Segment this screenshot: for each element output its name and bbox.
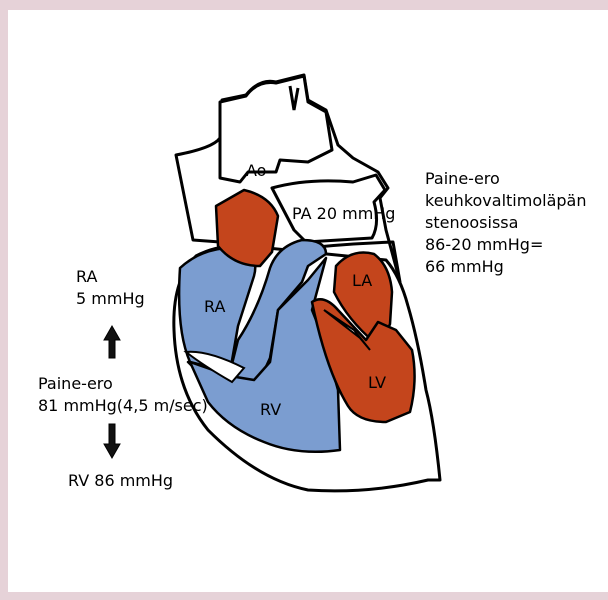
down-arrow-icon (104, 424, 120, 458)
pulmonary-stenosis-note: Paine-ero keuhkovaltimoläpän stenoosissa… (425, 168, 586, 278)
ra-pressure-note: RA 5 mmHg (76, 266, 145, 310)
slide: Ao PA 20 mmHg RA RV LA LV RA 5 mmHg Pain… (8, 10, 608, 592)
aortic-root-chamber (216, 190, 278, 266)
stenosis-note-line3: stenoosissa (425, 212, 586, 234)
label-la: LA (352, 271, 372, 290)
stenosis-note-line2: keuhkovaltimoläpän (425, 190, 586, 212)
up-arrow-icon (104, 326, 120, 358)
ra-note-value: 5 mmHg (76, 288, 145, 310)
label-rv: RV (260, 400, 281, 419)
label-ra: RA (204, 297, 225, 316)
diff-note-value: 81 mmHg(4,5 m/sec) (38, 395, 208, 417)
rv-pressure-note: RV 86 mmHg (68, 470, 173, 492)
pressure-difference-note: Paine-ero 81 mmHg(4,5 m/sec) (38, 373, 208, 417)
label-lv: LV (368, 373, 386, 392)
label-pa: PA 20 mmHg (292, 204, 395, 223)
stenosis-note-line4: 86-20 mmHg= (425, 234, 586, 256)
diff-note-title: Paine-ero (38, 373, 208, 395)
stenosis-note-line1: Paine-ero (425, 168, 586, 190)
label-ao: Ao (246, 161, 266, 180)
stenosis-note-line5: 66 mmHg (425, 256, 586, 278)
ra-note-title: RA (76, 266, 145, 288)
